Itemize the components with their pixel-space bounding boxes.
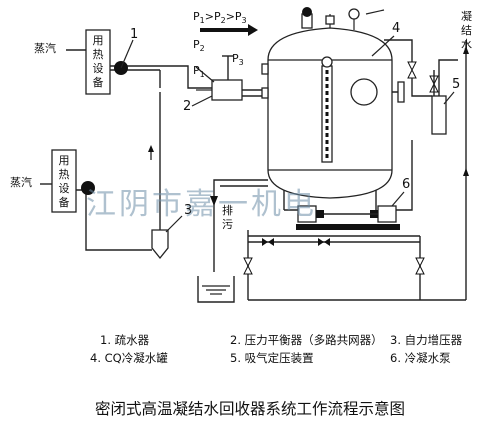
pump-base [296,224,400,230]
drain-char-1: 排 [222,203,233,217]
watermark: 江阴市嘉一机电 [86,187,317,222]
p1-tag-label: P1 [193,64,205,79]
drain-pit [197,276,235,303]
steam-label-bottom: 蒸汽 [10,175,32,189]
steam-label-top: 蒸汽 [34,41,56,55]
p1-label: P1>P2>P3 [193,10,247,25]
legend-item-1: 1. 疏水器 [100,333,150,347]
heat-equipment-bottom-char-3: 设 [59,182,70,195]
legend-item-6: 6. 冷凝水泵 [390,351,451,365]
heat-equipment-top-char-1: 用 [93,34,104,47]
callout-3: 3 [184,203,192,218]
pressure-balancer [211,79,243,101]
legend-item-5: 5. 吸气定压装置 [230,351,314,365]
heat-equipment-top [85,29,111,95]
callout-4: 4 [392,21,400,36]
pressure-gauge-icon [348,8,360,20]
callout-6: 6 [402,177,410,192]
callout-5: 5 [452,77,460,92]
heat-equipment-bottom-char-4: 备 [59,195,70,209]
heat-equipment-bottom-char-1: 用 [59,154,70,167]
suction-pressure-device [431,95,447,135]
steam-trap-bottom-icon [81,181,95,195]
p3-label: P3 [232,52,244,67]
heat-equipment-top-char-2: 热 [93,48,104,61]
callout-1: 1 [130,27,138,42]
self-acting-booster [151,229,169,260]
condensate-pump-right [377,205,397,223]
flow-up-arrow-icon [148,145,154,152]
legend-item-2: 2. 压力平衡器（多路共网器） [230,333,383,347]
valve-icon [243,257,253,268]
heat-equipment-bottom-char-2: 热 [59,168,70,181]
heat-equipment-top-char-3: 设 [93,62,104,75]
manway [350,78,378,106]
drain-char-2: 污 [222,218,233,231]
callout-2: 2 [183,99,191,114]
condensate-char-1: 凝 [461,9,472,23]
outlet-up-arrow-icon [463,46,469,54]
condensate-char-3: 水 [461,38,472,51]
legend-item-3: 3. 自力增压器 [390,333,463,347]
p2-label: P2 [193,38,205,53]
heat-equipment-top-char-4: 备 [93,75,104,89]
heat-equipment-bottom [51,149,77,213]
condensate-char-2: 结 [461,24,472,37]
diagram-title: 密闭式高温凝结水回收器系统工作流程示意图 [95,399,405,418]
legend-item-4: 4. CQ冷凝水罐 [90,351,168,365]
